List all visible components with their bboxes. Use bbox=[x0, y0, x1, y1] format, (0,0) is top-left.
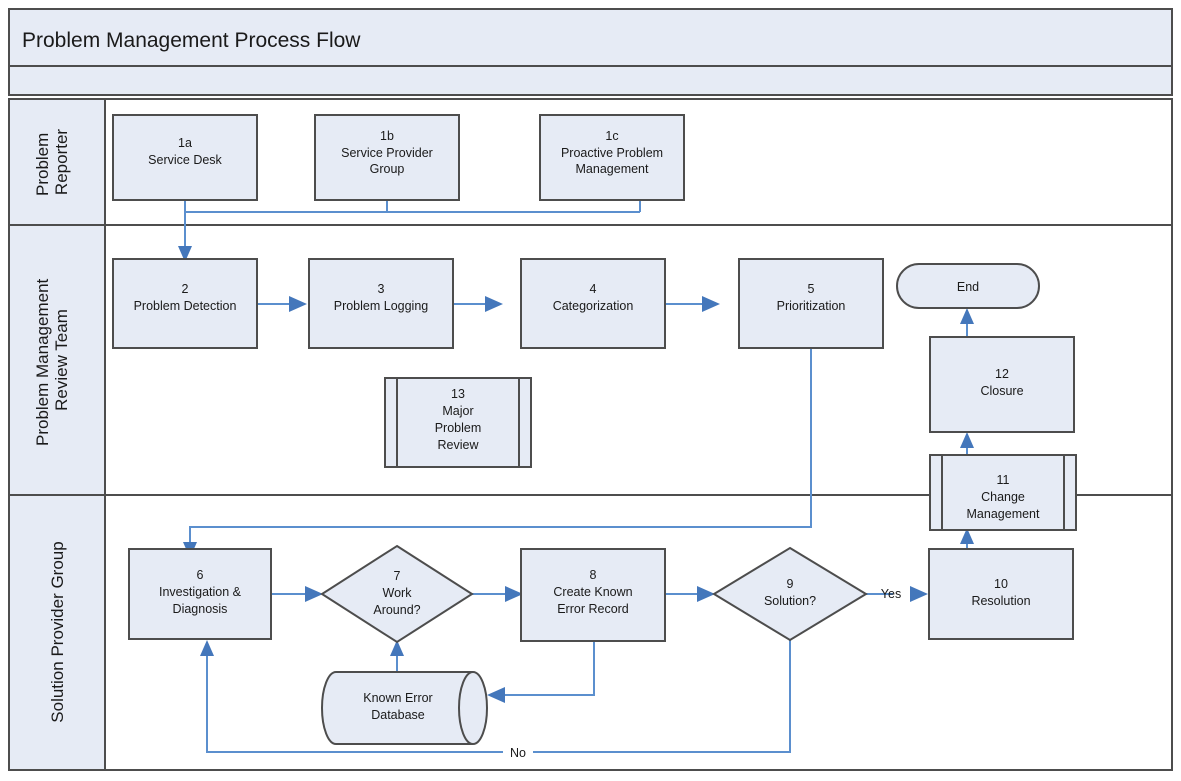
arrowhead-2-to-3 bbox=[289, 296, 307, 312]
lane-label-solution-provider-group: Solution Provider Group bbox=[48, 541, 67, 722]
node-10-resolution[interactable]: 10 Resolution bbox=[928, 548, 1074, 640]
arrowhead-11-to-12 bbox=[960, 432, 974, 448]
edge-9-to-6-no bbox=[206, 640, 791, 753]
node-12-label-line1: Closure bbox=[980, 384, 1023, 398]
edge-label-no-text: No bbox=[510, 746, 526, 760]
arrowhead-6-to-7 bbox=[305, 586, 323, 602]
node-1c-label-line1: Proactive Problem bbox=[561, 146, 663, 160]
node-1c-label-line2: Management bbox=[576, 162, 649, 176]
node-10-label-line1: Resolution bbox=[971, 594, 1030, 608]
arrowhead-bus-to-2 bbox=[178, 246, 192, 262]
node-13-label-line3: Review bbox=[438, 438, 480, 452]
node-13-major-problem-review[interactable]: 13 Major Problem Review bbox=[384, 377, 532, 468]
edge-label-yes: Yes bbox=[881, 587, 901, 601]
node-1a-label-line1: Service Desk bbox=[148, 153, 222, 167]
node-1b-service-provider-group[interactable]: 1b Service Provider Group bbox=[314, 114, 460, 201]
node-7-number: 7 bbox=[394, 569, 401, 583]
node-end-terminator[interactable]: End bbox=[896, 263, 1040, 309]
node-7-label-line2: Around? bbox=[373, 603, 420, 617]
node-4-label-line1: Categorization bbox=[553, 299, 634, 313]
arrowhead-9-to-10 bbox=[910, 586, 928, 602]
node-2-problem-detection[interactable]: 2 Problem Detection bbox=[112, 258, 258, 349]
node-7-work-around-decision[interactable]: 7 Work Around? bbox=[320, 544, 474, 644]
node-8-label-line1: Create Known bbox=[553, 585, 632, 599]
edge-5-to-6 bbox=[189, 348, 812, 547]
arrowhead-8-to-ked bbox=[487, 687, 505, 703]
database-end-cap bbox=[458, 671, 474, 745]
node-13-label-line2: Problem bbox=[435, 421, 482, 435]
node-4-number: 4 bbox=[590, 282, 597, 296]
node-8-create-known-error-record[interactable]: 8 Create Known Error Record bbox=[520, 548, 666, 642]
node-6-number: 6 bbox=[197, 568, 204, 582]
lane-label-problem-management-review-team: Problem Management Review Team bbox=[33, 274, 71, 446]
node-known-error-database[interactable]: Known Error Database bbox=[321, 671, 488, 745]
arrowhead-7-to-8 bbox=[505, 586, 523, 602]
node-9-label-line1: Solution? bbox=[764, 594, 816, 608]
node-end-label: End bbox=[957, 280, 979, 294]
arrowhead-3-to-4 bbox=[485, 296, 503, 312]
node-10-number: 10 bbox=[994, 577, 1008, 591]
arrowhead-no-to-6 bbox=[200, 640, 214, 656]
arrowhead-8-to-9 bbox=[697, 586, 715, 602]
node-5-prioritization[interactable]: 5 Prioritization bbox=[738, 258, 884, 349]
lane-header-solution-provider-group bbox=[8, 494, 106, 771]
subtitle-band bbox=[8, 65, 1173, 96]
node-3-number: 3 bbox=[378, 282, 385, 296]
node-12-number: 12 bbox=[995, 367, 1009, 381]
node-1b-label-line1: Service Provider bbox=[341, 146, 433, 160]
node-1a-service-desk[interactable]: 1a Service Desk bbox=[112, 114, 258, 201]
node-1c-number: 1c bbox=[605, 129, 618, 143]
node-12-closure[interactable]: 12 Closure bbox=[929, 336, 1075, 433]
node-5-number: 5 bbox=[808, 282, 815, 296]
node-9-number: 9 bbox=[787, 577, 794, 591]
arrowhead-ked-to-7 bbox=[390, 640, 404, 656]
node-4-categorization[interactable]: 4 Categorization bbox=[520, 258, 666, 349]
node-3-problem-logging[interactable]: 3 Problem Logging bbox=[308, 258, 454, 349]
lane-header-problem-management-review-team bbox=[8, 224, 106, 496]
node-1c-proactive-problem-management[interactable]: 1c Proactive Problem Management bbox=[539, 114, 685, 201]
arrowhead-4-to-5 bbox=[702, 296, 720, 312]
node-ked-label-line1: Known Error bbox=[363, 691, 432, 705]
node-11-label-line1: Change bbox=[981, 490, 1025, 504]
node-13-number: 13 bbox=[451, 387, 465, 401]
node-11-number: 11 bbox=[997, 473, 1010, 487]
node-2-number: 2 bbox=[182, 282, 189, 296]
node-9-solution-decision[interactable]: 9 Solution? bbox=[712, 546, 868, 642]
node-11-label-line2: Management bbox=[967, 507, 1040, 521]
node-8-label-line2: Error Record bbox=[557, 602, 629, 616]
title-band bbox=[8, 8, 1173, 67]
edge-label-no-backdrop bbox=[503, 745, 533, 760]
node-1a-number: 1a bbox=[178, 136, 192, 150]
node-1b-number: 1b bbox=[380, 129, 394, 143]
lane-header-problem-reporter bbox=[8, 98, 106, 226]
node-6-label-line2: Diagnosis bbox=[173, 602, 228, 616]
node-2-label-line1: Problem Detection bbox=[134, 299, 237, 313]
node-ked-label-line2: Database bbox=[371, 708, 425, 722]
node-8-number: 8 bbox=[590, 568, 597, 582]
page-title: Problem Management Process Flow bbox=[22, 29, 361, 52]
node-1b-label-line2: Group bbox=[370, 162, 405, 176]
node-6-label-line1: Investigation & bbox=[159, 585, 242, 599]
node-5-label-line1: Prioritization bbox=[777, 299, 846, 313]
lane-label-problem-reporter: Problem Reporter bbox=[33, 128, 71, 196]
node-3-label-line1: Problem Logging bbox=[334, 299, 429, 313]
arrowhead-10-to-11 bbox=[960, 528, 974, 544]
node-13-label-line1: Major bbox=[442, 404, 473, 418]
edge-8-to-known-error-database bbox=[500, 641, 595, 696]
arrowhead-12-to-end bbox=[960, 308, 974, 324]
node-11-change-management[interactable]: 11 Change Management bbox=[929, 454, 1077, 531]
node-7-label-line1: Work bbox=[383, 586, 413, 600]
node-6-investigation-and-diagnosis[interactable]: 6 Investigation & Diagnosis bbox=[128, 548, 272, 640]
